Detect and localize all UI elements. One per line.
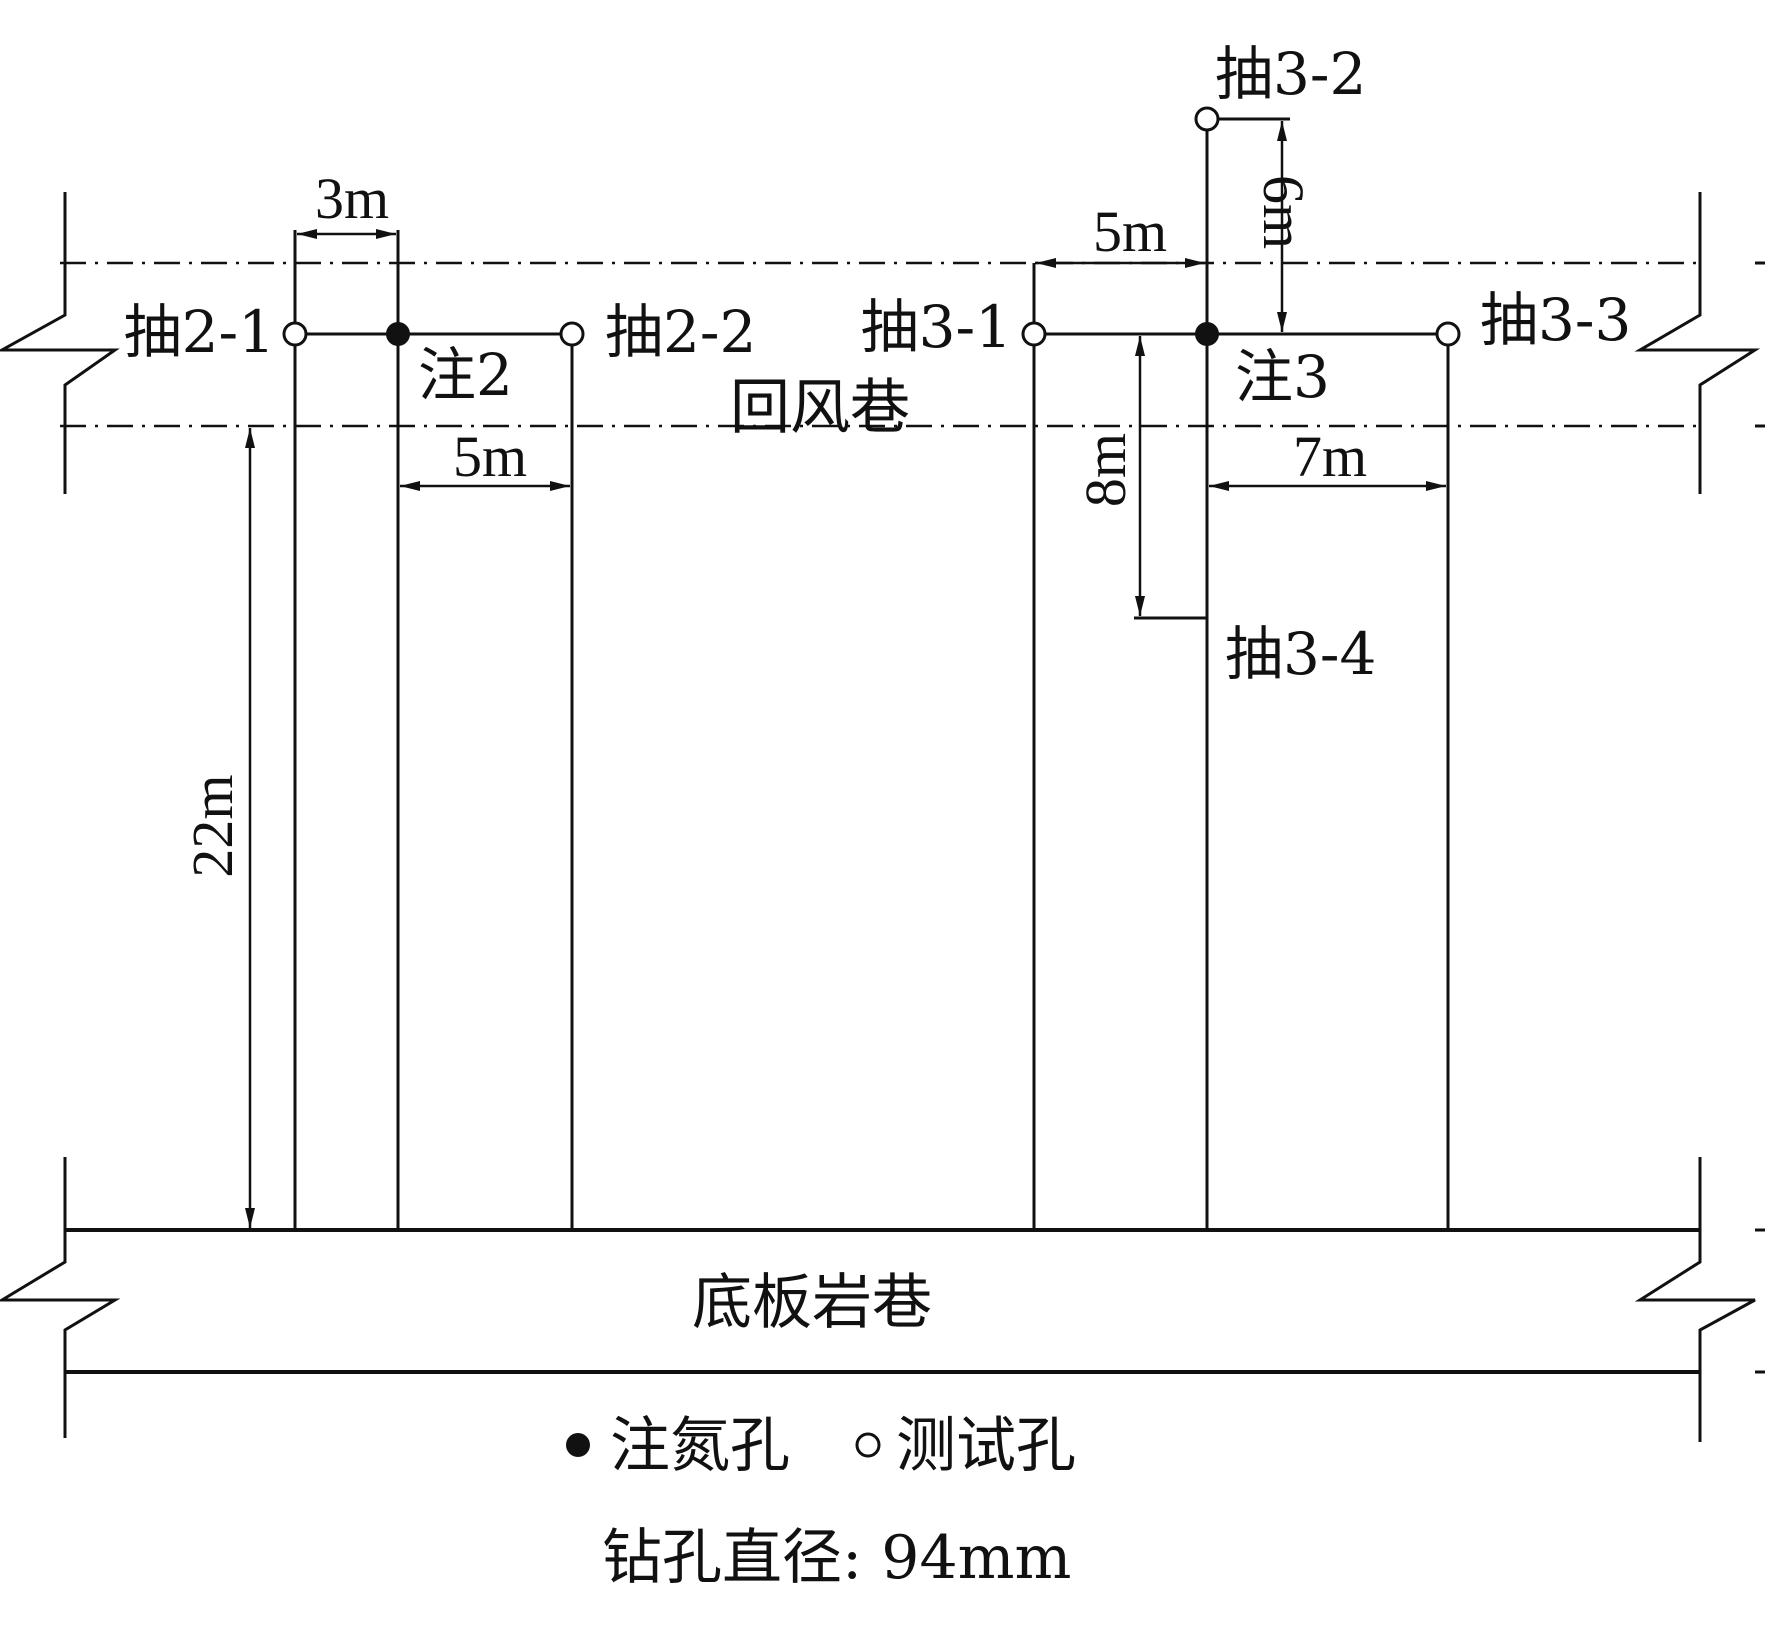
test-hole-3-2 <box>1194 106 1220 132</box>
legend-test-label: 测试孔 <box>896 1411 1076 1481</box>
left-break-line <box>0 192 120 494</box>
hole-3-2-label: 抽3-2 <box>1215 40 1366 108</box>
dim-3m-label: 3m <box>315 166 389 231</box>
dim-6m-label: 6m <box>1251 175 1316 249</box>
test-hole-2-2 <box>559 321 585 347</box>
hole-2-1-label: 抽2-1 <box>124 298 275 366</box>
legend-injection-symbol <box>566 1433 590 1457</box>
hole-3-1-label: 抽3-1 <box>861 293 1012 361</box>
dim-22m-label: 22m <box>180 774 245 877</box>
injection-hole-2 <box>386 322 410 346</box>
hole-3-3-label: 抽3-3 <box>1480 286 1631 354</box>
floor-rock-roadway-label: 底板岩巷 <box>692 1268 932 1338</box>
inject-2-label: 注2 <box>418 341 513 409</box>
injection-hole-3 <box>1195 322 1219 346</box>
hole-2-2-label: 抽2-2 <box>605 298 756 366</box>
borehole-diameter-note: 钻孔直径: 94mm <box>602 1523 1071 1593</box>
dim-7m-label: 7m <box>1293 424 1367 489</box>
dim-5m-group3-label: 5m <box>1093 199 1167 264</box>
right-break-line <box>1634 192 1761 494</box>
test-hole-3-3 <box>1435 321 1461 347</box>
dim-22m: 22m <box>180 428 295 1232</box>
legend-injection-label: 注氮孔 <box>610 1411 790 1481</box>
test-hole-3-1 <box>1021 321 1047 347</box>
legend: 注氮孔 测试孔 <box>566 1411 1076 1481</box>
hole-3-4-label: 抽3-4 <box>1225 620 1376 688</box>
legend-test-symbol <box>855 1432 881 1458</box>
inject-3-label: 注3 <box>1235 343 1330 411</box>
return-airway-label: 回风巷 <box>730 373 910 443</box>
return-airway: 回风巷 <box>0 192 1765 494</box>
borehole-group-2: 抽2-1 抽2-2 注2 3m 5m <box>124 166 756 1230</box>
borehole-group-3: 抽3-1 抽3-3 抽3-2 抽3-4 注3 5m 6m 8m 7m <box>861 40 1631 1230</box>
left-break-line-roadway <box>0 1157 121 1438</box>
dim-8m-label: 8m <box>1073 433 1138 507</box>
dim-5m-group2-label: 5m <box>453 424 527 489</box>
floor-rock-roadway: 底板岩巷 <box>0 1157 1765 1442</box>
test-hole-2-1 <box>282 321 308 347</box>
right-break-line-roadway <box>1634 1157 1756 1442</box>
